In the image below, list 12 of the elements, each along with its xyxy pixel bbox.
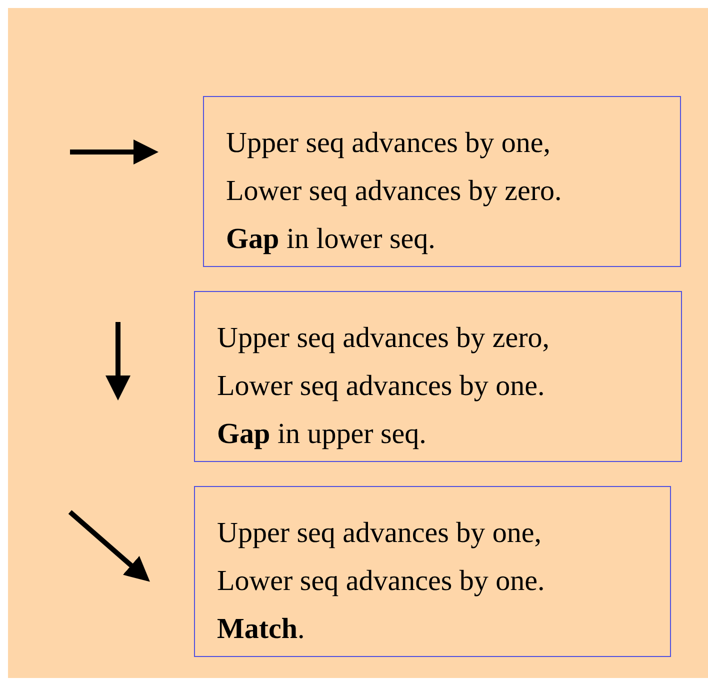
description-text: Lower seq advances by one.: [217, 564, 545, 599]
description-text: Gap in lower seq.: [226, 222, 436, 257]
description-text: Gap in upper seq.: [217, 417, 426, 452]
text-box: [194, 291, 682, 462]
text-box: [194, 486, 671, 657]
description-text: Upper seq advances by one,: [226, 126, 551, 161]
description-text: Match.: [217, 612, 305, 647]
description-text: Upper seq advances by one,: [217, 516, 542, 551]
description-text: Lower seq advances by one.: [217, 369, 545, 404]
description-text: Upper seq advances by zero,: [217, 321, 550, 356]
description-text: Lower seq advances by zero.: [226, 174, 562, 209]
text-box: [203, 96, 681, 267]
